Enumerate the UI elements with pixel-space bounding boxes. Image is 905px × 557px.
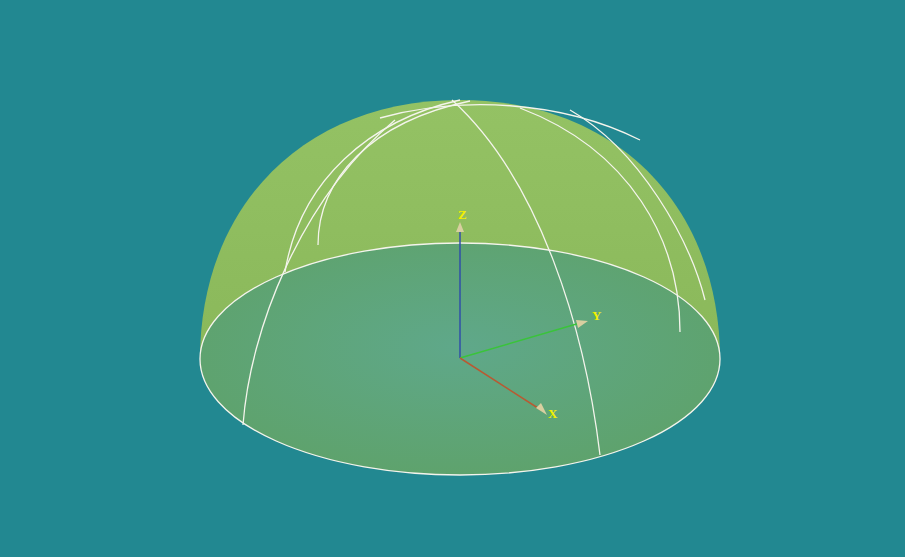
axis-label: Z [458, 208, 467, 221]
grid-lines [200, 100, 720, 475]
axes [456, 222, 588, 415]
axis-label: X [548, 407, 557, 420]
axis-label: Y [592, 309, 601, 322]
